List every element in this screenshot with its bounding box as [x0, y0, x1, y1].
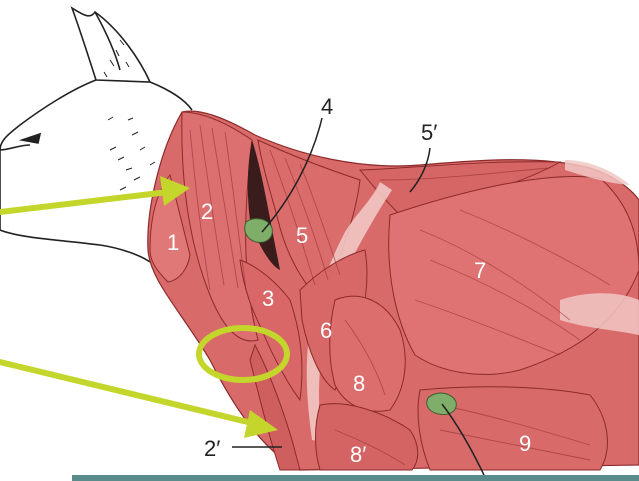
label-6: 6	[320, 318, 332, 343]
label-9: 9	[519, 431, 531, 456]
label-2prime: 2′	[204, 436, 220, 461]
muscle-layer	[147, 110, 639, 471]
leader-lines	[232, 117, 485, 476]
label-7: 7	[474, 258, 486, 283]
ellipse-highlight-icon	[196, 325, 290, 383]
label-4: 4	[321, 94, 333, 119]
muscle-9	[417, 386, 608, 471]
label-5: 5	[296, 223, 308, 248]
gland-lower	[426, 392, 457, 415]
label-8: 8	[353, 371, 365, 396]
bottom-bar	[72, 475, 639, 481]
muscle-2	[181, 111, 259, 342]
leader-5prime	[409, 147, 431, 193]
arrow-right-icon	[160, 176, 190, 206]
label-1: 1	[167, 230, 179, 255]
fascia-right	[560, 293, 639, 335]
dog-head-outline	[0, 6, 193, 263]
labels: 1 2 2′ 3 4 5 5′ 6 7 8 8′ 9	[167, 94, 531, 467]
leader-4	[261, 117, 323, 233]
label-3: 3	[262, 286, 274, 311]
label-5prime: 5′	[421, 120, 437, 145]
arrows	[0, 176, 278, 438]
muscle-8prime	[315, 403, 419, 471]
label-8prime: 8′	[350, 442, 366, 467]
leader-9	[441, 403, 485, 476]
fascia-top	[565, 160, 630, 185]
muscle-5prime	[358, 161, 562, 216]
gap-dark	[247, 140, 280, 270]
muscle-fibers	[189, 124, 611, 466]
gland-upper	[244, 218, 273, 243]
muscle-1	[149, 173, 191, 283]
label-2: 2	[201, 199, 213, 224]
arrow-right-icon	[244, 410, 278, 438]
